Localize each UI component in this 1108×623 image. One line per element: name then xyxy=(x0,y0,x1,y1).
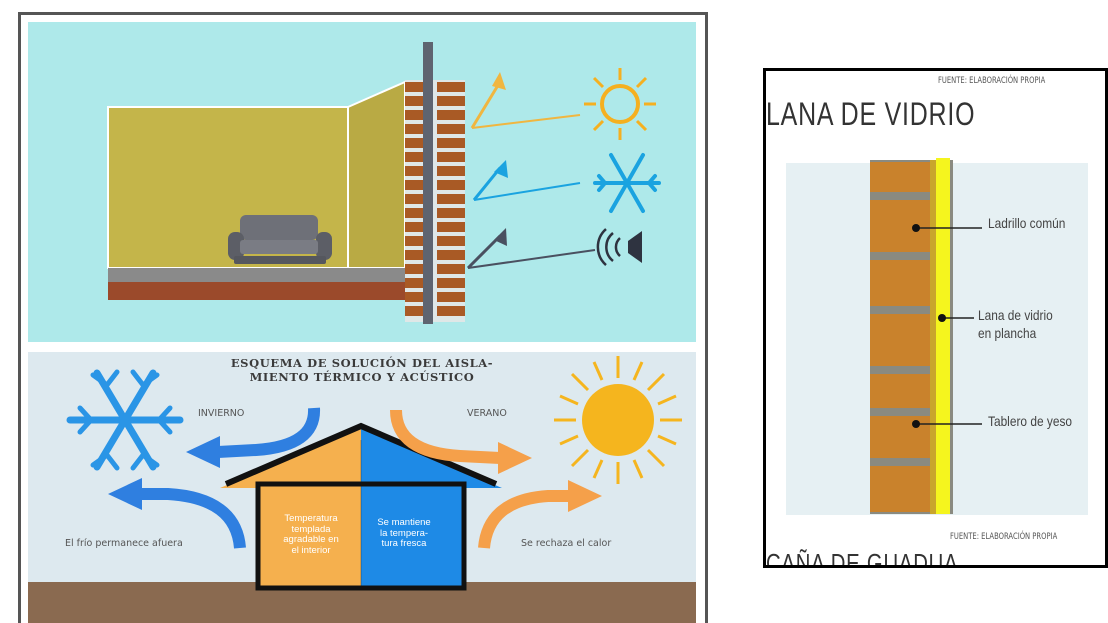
summer-sun-icon xyxy=(554,356,682,484)
source-note-bottom: FUENTE: ELABORACIÓN PROPIA xyxy=(950,532,1058,542)
sun-ray-arrow xyxy=(470,72,581,129)
summer-arrow-lower-head xyxy=(568,480,602,512)
house-warm-text-line: templada xyxy=(291,523,331,535)
glass-wool-layer xyxy=(936,158,950,514)
glass-wool-label-line-1: Lana de vidrio xyxy=(978,307,1053,323)
scheme-title-line-1: ESQUEMA DE SOLUCIÓN DEL AISLA- xyxy=(230,356,494,370)
house-cool-text-line: Se mantiene xyxy=(377,517,431,528)
gypsum-board-layer xyxy=(950,160,953,514)
brick-label: Ladrillo común xyxy=(988,215,1066,231)
glass-wool-label: Lana de vidrio en plancha xyxy=(978,306,1053,342)
roof-outline xyxy=(224,422,498,487)
glass-wool-label-line-2: en plancha xyxy=(978,325,1037,341)
winter-arrow-upper xyxy=(217,407,321,458)
house xyxy=(220,422,502,591)
summer-arrow-upper xyxy=(390,409,501,464)
house-cool-text: Se mantiene la tempera- tura fresca xyxy=(364,517,444,550)
summer-arrow-lower xyxy=(478,490,570,549)
house-cool-text-line: la tempera- xyxy=(379,527,429,539)
heat-rejected-label: Se rechaza el calor xyxy=(521,538,612,549)
bricks xyxy=(405,82,465,316)
house-warm-text-line: Temperatura xyxy=(284,513,338,524)
house-cool-interior xyxy=(361,488,464,588)
scheme-title-line-2: MIENTO TÉRMICO Y ACÚSTICO xyxy=(249,370,475,384)
brick-layer xyxy=(870,160,930,514)
winter-arrow-upper-head xyxy=(186,436,220,468)
snowflake-icon xyxy=(593,153,661,213)
speaker-icon xyxy=(596,228,642,266)
glass-wool-title: LANA DE VIDRIO xyxy=(766,96,976,132)
source-note-top: FUENTE: ELABORACIÓN PROPIA xyxy=(938,76,1046,86)
cold-ray-arrow xyxy=(472,160,581,201)
mortar-joint xyxy=(930,160,936,514)
armchair-icon xyxy=(228,215,332,264)
summer-arrow-upper-head xyxy=(498,442,532,474)
brick-wall xyxy=(405,42,465,324)
house-warm-interior xyxy=(258,488,361,588)
sun-icon xyxy=(584,68,656,140)
room-floor xyxy=(108,268,405,282)
winter-arrow-lower-head xyxy=(108,478,142,510)
winter-label: INVIERNO xyxy=(198,408,245,419)
sound-ray-arrow xyxy=(466,228,596,270)
house-warm-text-line: el interior xyxy=(291,544,331,556)
house-warm-text-line: agradable en xyxy=(283,534,339,545)
house-walls xyxy=(255,481,467,591)
winter-arrow-lower xyxy=(140,488,246,549)
leader-lines xyxy=(916,227,982,425)
next-title-cut: CAÑA DE GUADUA xyxy=(766,548,959,565)
insulation-layer xyxy=(423,42,433,324)
leader-dots xyxy=(912,224,946,428)
house-cool-text-line: tura fresca xyxy=(381,538,427,549)
summer-label: VERANO xyxy=(467,408,507,419)
house-warm-text: Temperatura templada agradable en el int… xyxy=(266,513,356,556)
winter-snowflake-icon xyxy=(66,369,184,471)
gypsum-label: Tablero de yeso xyxy=(988,413,1073,429)
scheme-title: ESQUEMA DE SOLUCIÓN DEL AISLA- MIENTO TÉ… xyxy=(28,356,696,384)
room-floor-slab xyxy=(108,282,405,300)
cold-stays-out-label: El frío permanece afuera xyxy=(65,538,183,549)
